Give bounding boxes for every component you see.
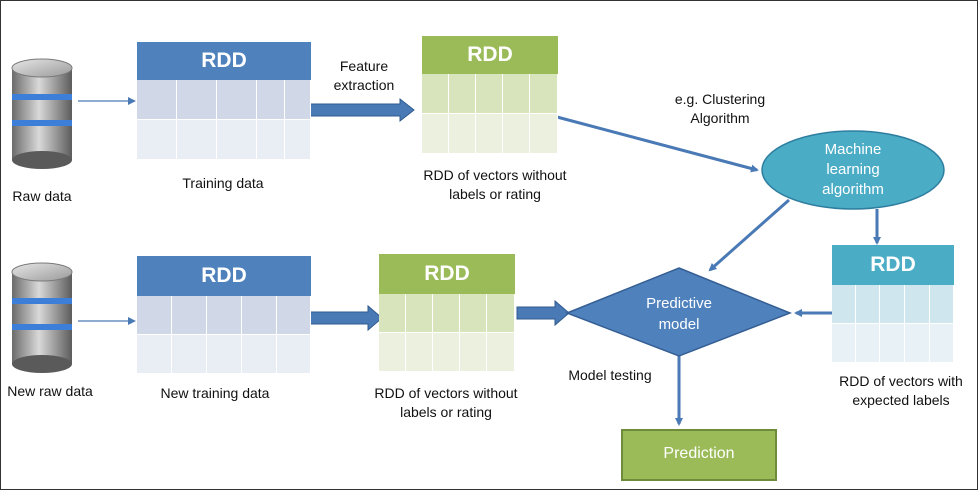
rdd-header: RDD — [422, 36, 558, 74]
clustering-label: e.g. Clustering Algorithm — [674, 91, 766, 126]
predictive-model-diamond — [564, 267, 793, 357]
rdd-header: RDD — [137, 42, 311, 80]
model-testing-label: Model testing — [568, 367, 652, 383]
feature-extraction-label: Feature extraction — [333, 58, 395, 93]
rdd-header: RDD — [137, 256, 311, 296]
ml-algorithm-ellipse — [761, 130, 945, 210]
raw-data-label: Raw data — [12, 188, 72, 204]
rdd-vectors-label: RDD of vectors without labels or rating — [423, 167, 567, 202]
rdd-expected-label: RDD of vectors with expected labels — [839, 373, 963, 408]
rdd-table-training: RDD — [137, 42, 311, 160]
block-arrow — [308, 304, 383, 332]
arrow-connector — [708, 198, 790, 272]
block-arrow — [516, 299, 570, 327]
rdd-vectors-label-2: RDD of vectors without labels or rating — [374, 385, 518, 420]
rdd-table-vectors: RDD — [422, 36, 558, 154]
arrow-connector — [556, 115, 759, 173]
rdd-header: RDD — [832, 245, 954, 285]
predictive-model-label: Predictive model — [646, 295, 712, 333]
database-icon — [11, 262, 73, 373]
rdd-table-new-training: RDD — [137, 256, 311, 374]
training-data-label: Training data — [182, 175, 264, 191]
rdd-header: RDD — [379, 254, 515, 294]
prediction-label: Prediction — [663, 445, 735, 462]
rdd-table-new-vectors: RDD — [379, 254, 515, 372]
block-arrow — [308, 97, 415, 123]
new-raw-data-label: New raw data — [7, 383, 93, 399]
prediction-box — [621, 429, 777, 481]
ml-algorithm-label: Machine learning algorithm — [822, 141, 884, 198]
rdd-table-expected: RDD — [832, 245, 954, 363]
database-icon — [11, 58, 73, 169]
new-training-data-label: New training data — [160, 385, 270, 401]
